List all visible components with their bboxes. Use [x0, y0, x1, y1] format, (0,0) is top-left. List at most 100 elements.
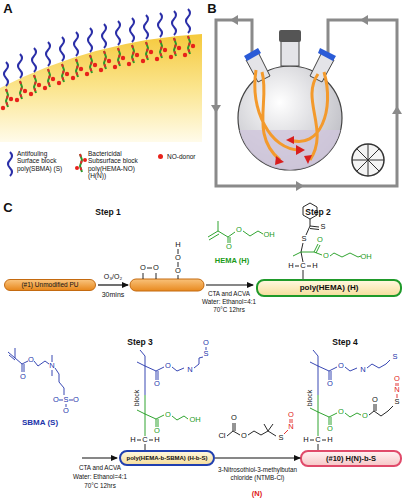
peroxide-bonds: [143, 249, 178, 279]
rod-label: poly(HEMA) (H): [300, 284, 359, 292]
chem-label: Water: Ethanol=4:1: [202, 299, 256, 305]
chem-label: S: [392, 353, 397, 361]
chem-label: O₃/O₂: [104, 273, 122, 280]
rod-label: poly(HEMA-b-SBMA) (H-b-S): [127, 455, 208, 461]
pu-tube-rod: poly(HEMA-b-SBMA) (H-b-S): [119, 450, 215, 466]
chem-label: O: [28, 356, 34, 364]
chem-label: H: [175, 241, 180, 249]
chem-label: O: [226, 243, 232, 251]
chem-label: C: [300, 262, 305, 270]
chem-label: O: [327, 380, 333, 388]
chem-label: S: [301, 235, 306, 243]
chem-label: O: [362, 412, 368, 420]
chem-label: O: [241, 432, 247, 440]
step-arrow: [206, 284, 253, 285]
flask-bulb: [238, 66, 342, 170]
legend-text: NO-donor: [167, 153, 205, 160]
chem-label: O: [203, 339, 209, 347]
step-label: HEMA (H): [215, 257, 249, 265]
flow-arrows: [211, 15, 402, 191]
step-label: Step 4: [332, 338, 358, 347]
chem-label: O: [288, 411, 294, 419]
flask-neck: [281, 40, 299, 66]
step-label: SBMA (S): [22, 419, 58, 427]
chem-label: OH: [263, 231, 274, 239]
pu-tube-rod: (#10) H(N)-b-S: [300, 450, 402, 467]
circulation-tube: [216, 20, 397, 186]
chem-label: 70°C 12hrs: [213, 307, 245, 313]
sbma-bonds: [8, 348, 73, 407]
chem-label: O: [231, 414, 237, 422]
chem-label: H: [288, 262, 293, 270]
chem-label: O: [175, 267, 181, 275]
chem-label: O: [63, 407, 69, 415]
chem-label: N: [49, 362, 54, 370]
chem-label: N: [187, 366, 192, 374]
panel-letter: A: [3, 2, 12, 15]
chem-label: O: [317, 236, 323, 244]
surface-slab: [0, 34, 202, 142]
legend-sample-dots: [75, 158, 87, 170]
chem-label: O: [394, 375, 400, 383]
chem-label: O: [165, 411, 171, 419]
chem-label: CTA and ACVA: [208, 291, 250, 297]
chem-label: H: [312, 262, 317, 270]
chem-label: block: [306, 390, 313, 406]
reaction-arrow: [215, 457, 300, 458]
step-label: Step 2: [305, 208, 331, 217]
hbs-sbma-bonds: [137, 347, 206, 395]
step-arrow: [82, 457, 117, 458]
chem-label: O: [175, 254, 181, 262]
step-arrow: [98, 284, 128, 285]
chem-label: O: [153, 264, 159, 272]
chem-label: O: [154, 380, 160, 388]
hbs-hema-bonds: [137, 395, 188, 436]
chem-label: S: [394, 398, 399, 406]
chem-label: N: [360, 366, 365, 374]
pu-tube-rod: poly(HEMA) (H): [256, 279, 402, 297]
chem-label: CTA and ACVA: [79, 465, 121, 471]
chem-label: O: [73, 396, 79, 404]
chem-label: N: [394, 386, 399, 394]
tubing-arrows: [275, 136, 312, 165]
chem-label: N: [288, 423, 293, 431]
chem-label: O: [53, 396, 59, 404]
hns-sbma-bonds: [310, 350, 390, 395]
chem-label: block: [133, 390, 140, 406]
chem-label: C: [315, 436, 320, 444]
step-label: Step 3: [127, 338, 153, 347]
chem-label: O: [338, 408, 344, 416]
panel-letter: B: [207, 2, 216, 15]
flask-stopper: [279, 30, 301, 42]
chem-label: O: [140, 264, 146, 272]
chem-label: C: [142, 436, 147, 444]
surface-brush: [4, 9, 190, 86]
hns-nitrosothiol-bonds: [310, 404, 393, 450]
legend-sample-subsurface: [80, 154, 82, 172]
step-label: (N): [252, 490, 262, 498]
no-donor-dots: [1, 44, 195, 110]
hns-hema-bonds: [310, 395, 361, 436]
chem-label: H: [327, 436, 332, 444]
chem-label: S: [203, 350, 208, 358]
chem-label: O: [165, 362, 171, 370]
chem-label: O: [236, 226, 242, 234]
tube-clamp: [318, 48, 336, 61]
pump-spokes: [352, 144, 384, 176]
rod-label: (#10) H(N)-b-S: [326, 455, 376, 463]
chem-label: OH: [360, 253, 371, 261]
legend-text: Antifouling Surface block poly(SBMA) (S): [17, 150, 71, 172]
chem-label: OH: [189, 416, 200, 424]
chem-label: H: [154, 436, 159, 444]
pu-tube-rod: (#1) Unmodified PU: [4, 279, 96, 291]
panel-letter: C: [3, 201, 12, 214]
chem-label: O: [323, 252, 329, 260]
chem-label: O: [338, 362, 344, 370]
pu-tubing: [255, 70, 328, 160]
hema-bonds: [208, 221, 263, 243]
chem-label: Water: Ethanol=4:1: [73, 474, 127, 480]
chem-label: O: [154, 427, 160, 435]
